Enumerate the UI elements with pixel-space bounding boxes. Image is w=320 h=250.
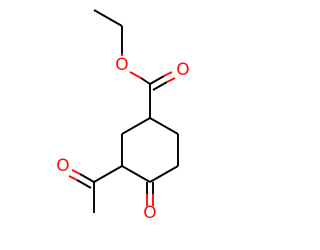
bond-ester-c-double-o-b bbox=[152, 81, 168, 91]
bond-ring-c1-c2 bbox=[149, 117, 179, 135]
bond-acetyl-c-double-o-b bbox=[76, 179, 92, 189]
bond-ring-c6-c1 bbox=[121, 117, 151, 135]
ester-carbonyl-oxygen-label: O bbox=[176, 60, 189, 80]
bond-acetyl-c-double-o-b-red bbox=[68, 175, 78, 181]
bond-ester-o-to-c-red bbox=[129, 71, 142, 79]
bond-ethyl-ch3-ch2 bbox=[93, 9, 123, 27]
bond-acetyl-c-double-o-a-red bbox=[71, 169, 81, 175]
bond-acetyl-c-double-o-a bbox=[79, 173, 95, 183]
ester-oxygen-label: O bbox=[115, 55, 128, 75]
molecule-canvas: O O O O bbox=[56, 9, 190, 223]
bond-ester-o-to-c bbox=[140, 77, 151, 85]
bond-ring-to-acetyl-c bbox=[93, 165, 123, 183]
bond-ester-c-double-o-b-red bbox=[166, 77, 176, 83]
bond-ring-c3-c4 bbox=[149, 165, 179, 183]
ketone-oxygen-label: O bbox=[143, 203, 156, 223]
molecule-structure-drawing: O O O O bbox=[56, 9, 190, 223]
bond-ring-c4-c5 bbox=[121, 165, 151, 183]
bond-ester-c-double-o-a-red bbox=[163, 71, 173, 77]
bond-ester-c-double-o-a bbox=[149, 75, 165, 85]
acetyl-oxygen-label: O bbox=[56, 156, 69, 176]
